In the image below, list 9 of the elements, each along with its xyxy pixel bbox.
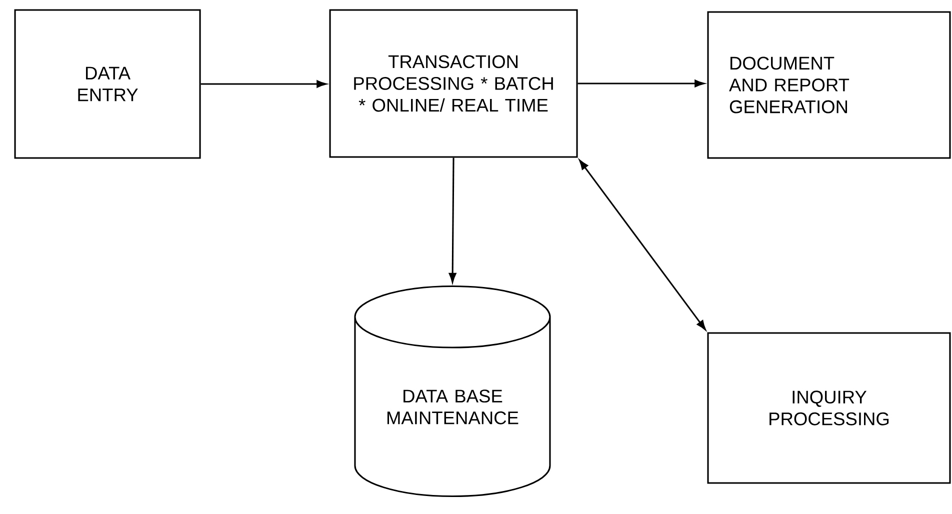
database-cylinder: DATA BASE MAINTENANCE <box>354 286 551 498</box>
process-box: INQUIRY PROCESSING <box>707 332 951 484</box>
arrow <box>579 160 706 330</box>
arrow <box>578 80 704 88</box>
arrow <box>200 80 326 88</box>
process-box: DATA ENTRY <box>14 9 201 159</box>
process-box: TRANSACTION PROCESSING * BATCH * ONLINE/ REAL TIME <box>329 9 578 158</box>
arrow <box>448 158 456 283</box>
process-box: DOCUMENT AND REPORT GENERATION <box>707 11 951 159</box>
